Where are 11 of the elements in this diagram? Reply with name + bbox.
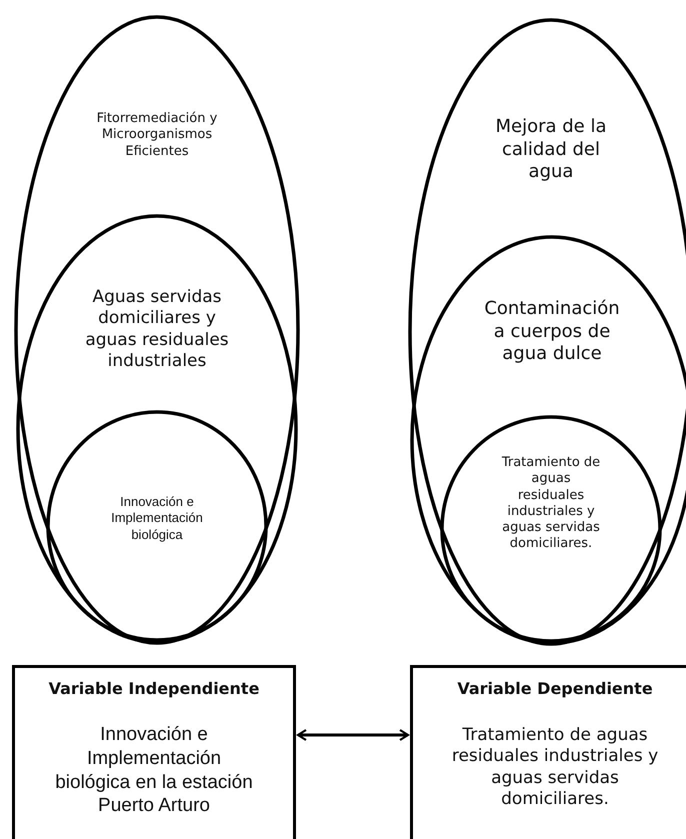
double-arrow — [296, 728, 410, 742]
node-text: Aguas servidas domiciliares y aguas residuales industriales — [84, 287, 230, 372]
node-text: Innovación e Implementación biológica en la estación Puerto Arturo — [54, 723, 254, 818]
node-text: Innovación e Implementación biológica — [110, 494, 204, 543]
node-text: Fitorremediación y Microorganismos Eficientes — [96, 111, 218, 160]
node-text: Mejora de la calidad del agua — [494, 116, 608, 184]
node-text: Tratamiento de aguas residuales industriales y aguas servidas domiciliares. — [500, 455, 602, 552]
node-text: Tratamiento de aguas residuales industriales y aguas servidas domiciliares. — [450, 725, 660, 810]
variable-heading: Variable Independiente — [48, 679, 260, 699]
variable-heading: Variable Dependiente — [456, 679, 654, 699]
node-text: Contaminación a cuerpos de agua dulce — [483, 298, 621, 366]
